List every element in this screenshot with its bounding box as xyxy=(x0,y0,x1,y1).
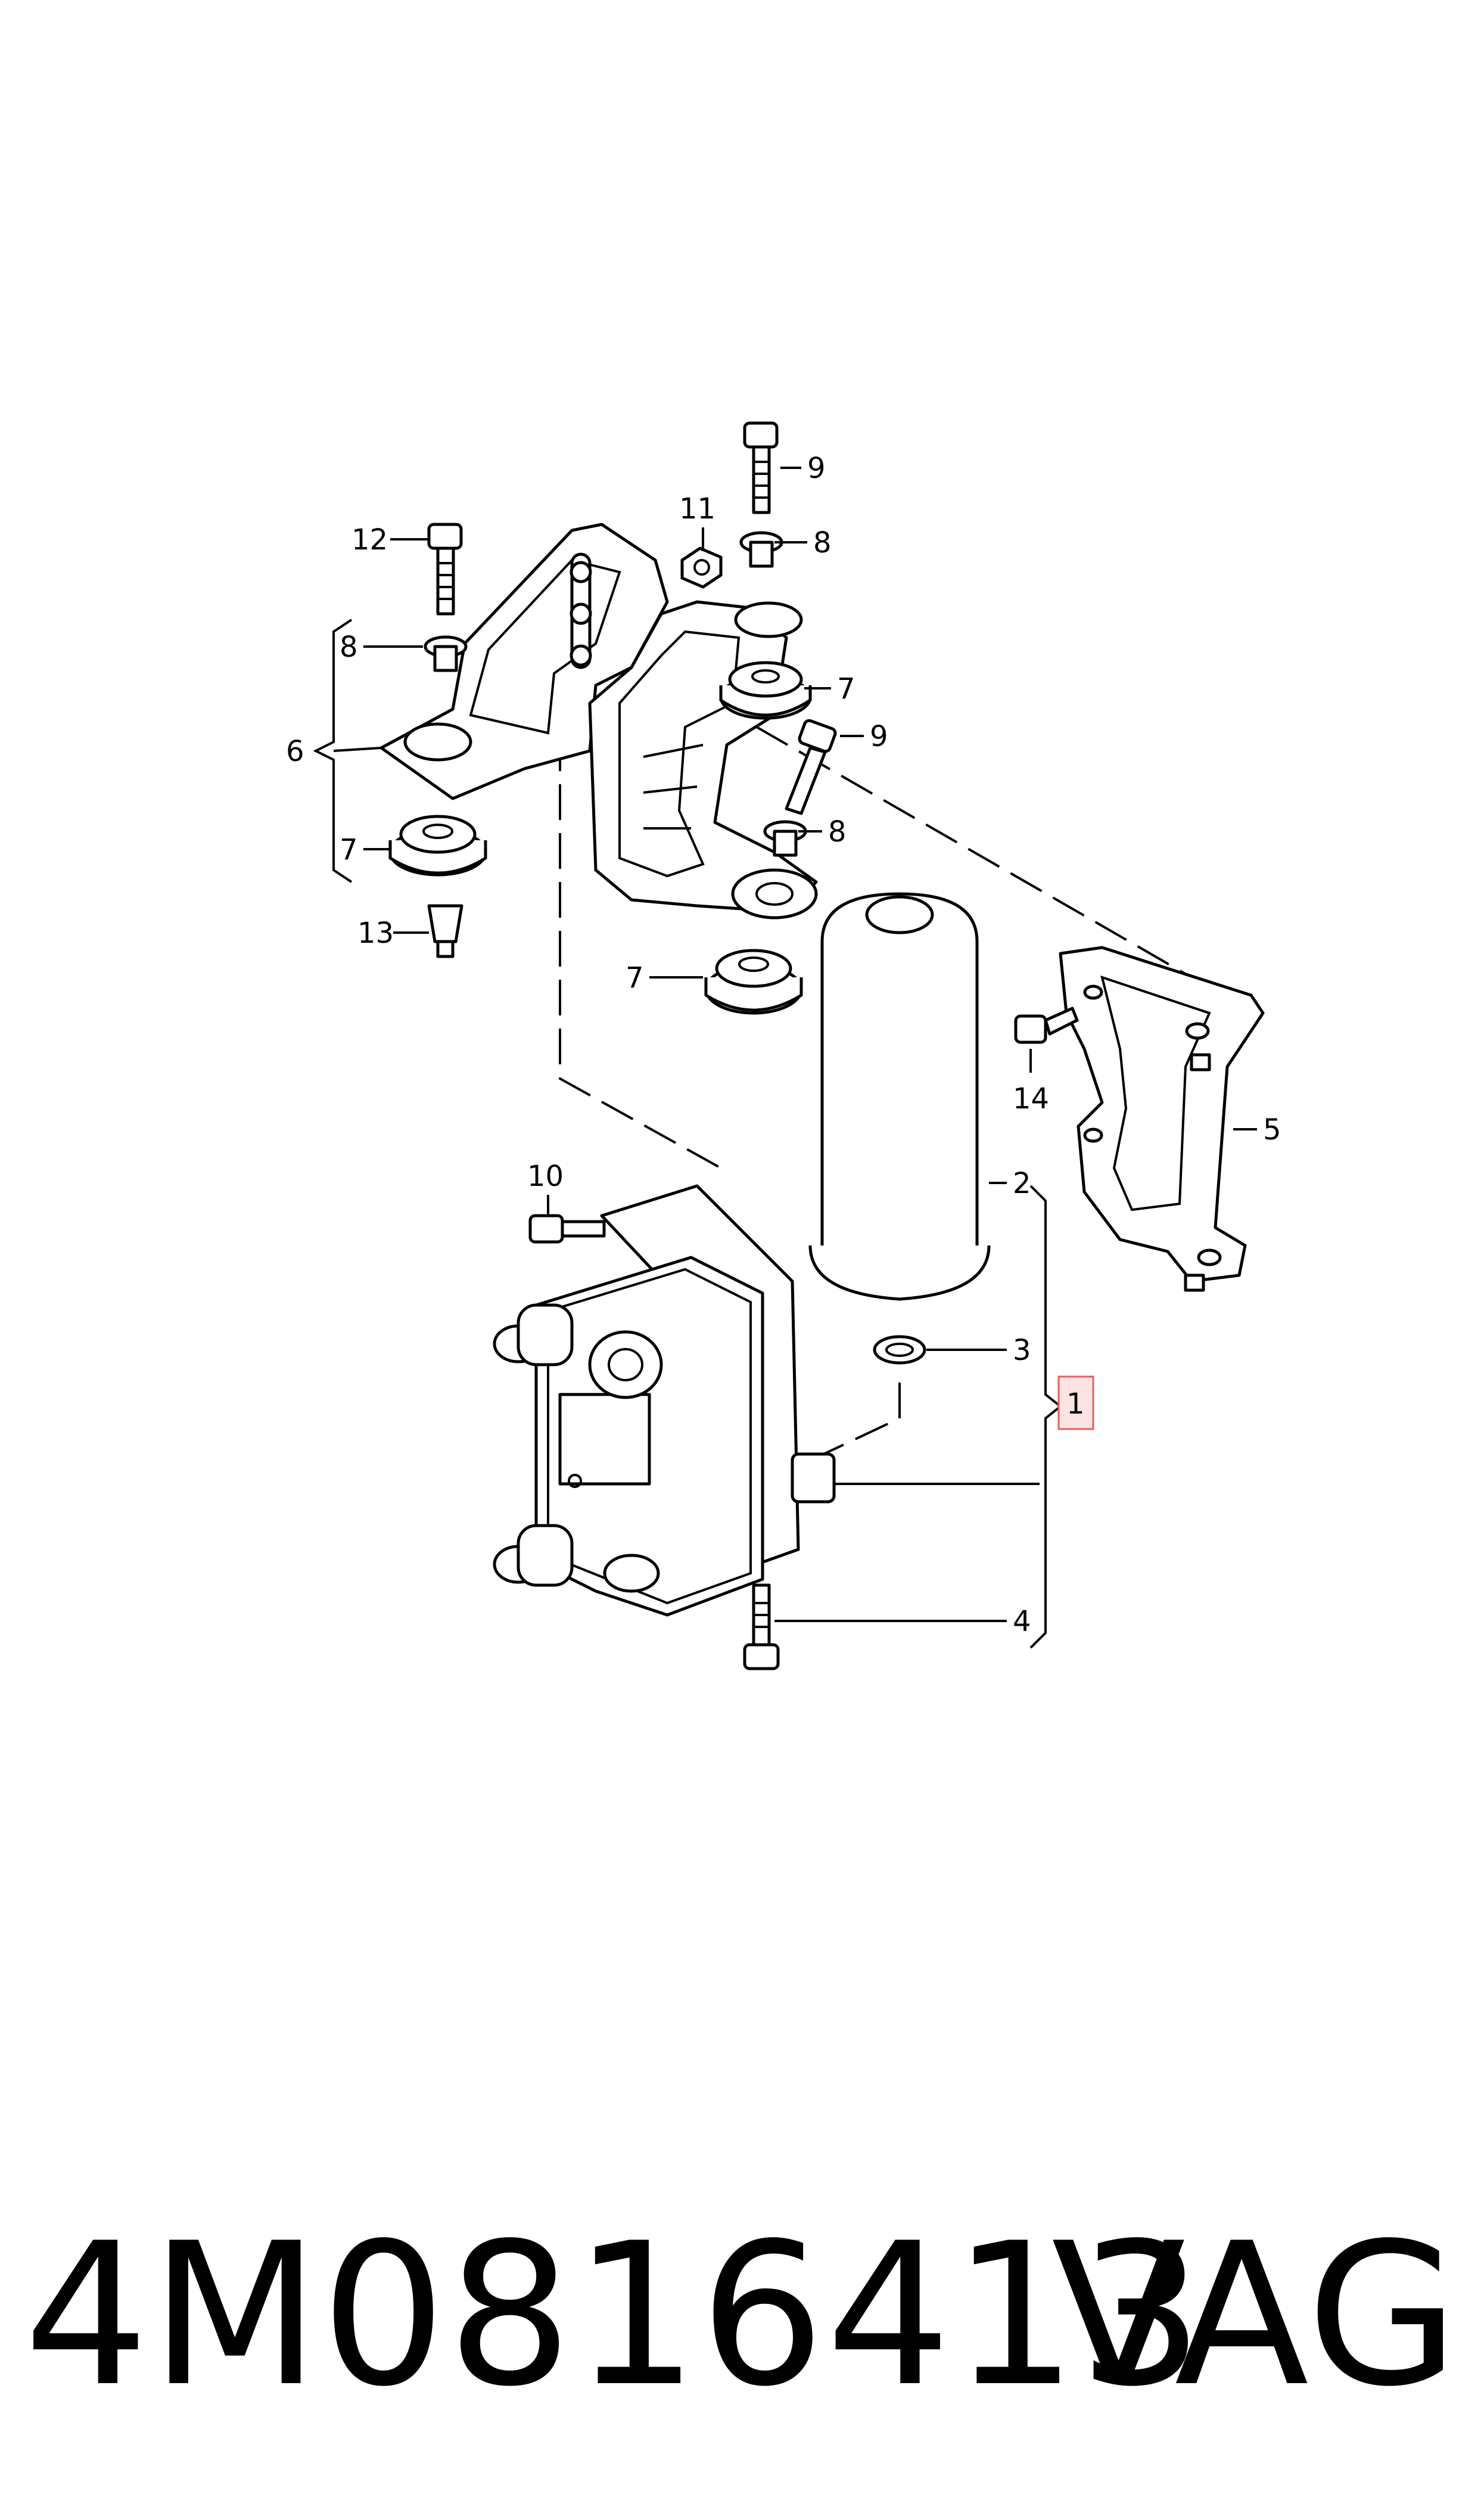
callout-10: 10 xyxy=(527,1160,564,1193)
exploded-parts-diagram: 1 2 3 4 4 5 6 7 7 7 7 8 8 8 9 9 10 11 12… xyxy=(286,421,1281,1670)
brand-name: VAG xyxy=(1051,2201,1460,2430)
oil-filter-housing xyxy=(808,892,991,1301)
clip-13 xyxy=(427,904,463,958)
rubber-mount-3 xyxy=(704,949,803,1015)
footer: 4M0816413 VAG xyxy=(0,2217,1484,2443)
rubber-mount-2 xyxy=(388,815,487,877)
highlight-box xyxy=(1057,1375,1094,1430)
bolt-12 xyxy=(427,523,463,616)
callout-9-center: 9 xyxy=(870,720,888,753)
bolt-9-center xyxy=(785,719,837,815)
callout-8-left: 8 xyxy=(340,630,358,664)
bracket-5 xyxy=(1059,946,1265,1292)
bolt-14 xyxy=(1014,1007,1079,1044)
callout-1: 1 xyxy=(1066,1387,1085,1421)
callout-4-bolt: 4 xyxy=(1013,1605,1031,1638)
callout-8-top: 8 xyxy=(813,526,832,560)
callout-13: 13 xyxy=(357,917,394,950)
callout-2: 2 xyxy=(1013,1167,1031,1200)
callout-7-left: 7 xyxy=(340,833,358,866)
callout-5: 5 xyxy=(1263,1113,1281,1147)
callout-8-center: 8 xyxy=(828,815,847,849)
bolt-4 xyxy=(743,1583,780,1670)
engine-bracket-left xyxy=(379,523,669,800)
callout-12: 12 xyxy=(351,523,388,557)
callout-9-top: 9 xyxy=(807,452,826,485)
washer-8-top xyxy=(739,531,783,568)
callout-14: 14 xyxy=(1013,1082,1049,1116)
callout-11: 11 xyxy=(679,492,715,526)
rubber-mount-1 xyxy=(719,661,812,720)
washer-8-left xyxy=(424,635,468,672)
bolt-9-top xyxy=(743,421,779,514)
o-ring-3 xyxy=(873,1335,926,1365)
nut-11 xyxy=(680,546,723,589)
callout-7-bottom: 7 xyxy=(626,961,644,995)
bolt-10 xyxy=(528,1214,606,1244)
callout-3: 3 xyxy=(1013,1334,1031,1367)
oil-cooler xyxy=(493,1184,836,1617)
callout-7-top: 7 xyxy=(837,672,855,706)
callout-6: 6 xyxy=(286,735,304,768)
callout-numbers: 1 2 3 4 4 5 6 7 7 7 7 8 8 8 9 9 10 11 12… xyxy=(286,452,1281,1638)
part-number: 4M0816413 xyxy=(24,2201,1205,2430)
